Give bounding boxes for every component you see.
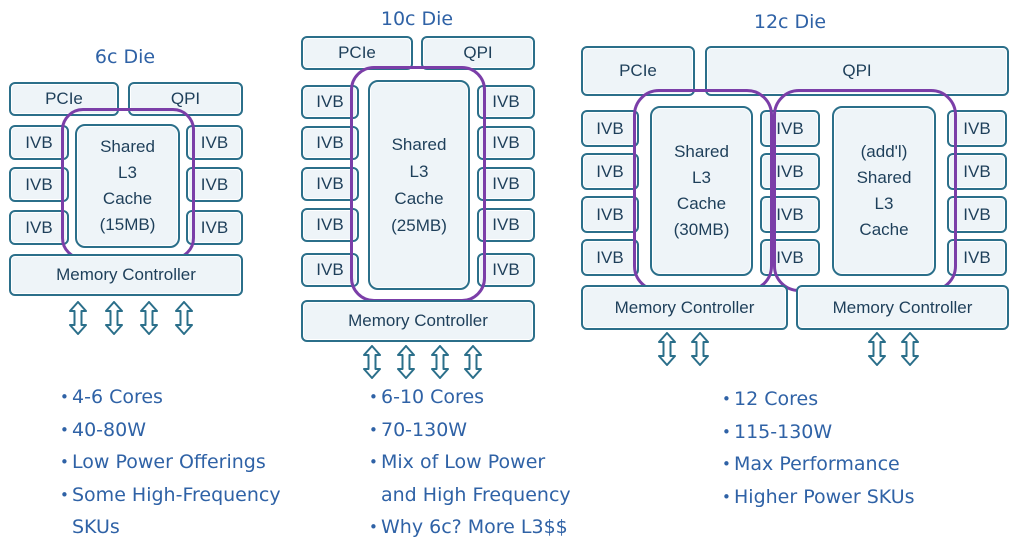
cache-line: Shared xyxy=(674,142,729,161)
bullet-item: and High Frequency xyxy=(381,483,571,506)
die-10c-core-block: IVB xyxy=(477,253,535,287)
cache-line: Cache xyxy=(102,189,153,208)
die-12c-memory-controller: Memory Controller xyxy=(581,285,788,330)
die-12c-qpi-block: QPI xyxy=(705,46,1009,96)
die-6c-core-block: IVB xyxy=(186,210,243,245)
bullet-item: 6-10 Cores xyxy=(369,381,659,414)
die-12c-core-block: IVB xyxy=(581,110,639,147)
double-arrow-icon xyxy=(868,332,886,366)
die-12c-core-block: IVB xyxy=(947,239,1007,276)
double-arrow-icon xyxy=(363,345,381,379)
cache-line: Cache xyxy=(394,189,444,208)
die-10c-core-block: IVB xyxy=(477,126,535,160)
cache-line: L3 xyxy=(874,194,894,213)
die-6c-memory-controller: Memory Controller xyxy=(9,254,243,296)
die-12c-core-block: IVB xyxy=(760,110,820,147)
die-10c-core-block: IVB xyxy=(477,85,535,119)
bullet-item: Some High-Frequency xyxy=(60,479,350,512)
die-12c-core-block: IVB xyxy=(947,196,1007,233)
double-arrow-icon xyxy=(397,345,415,379)
double-arrow-icon xyxy=(69,301,87,335)
die-10c-memory-controller: Memory Controller xyxy=(301,300,535,342)
die-12c-core-block: IVB xyxy=(760,153,820,190)
die-6c-core-block: IVB xyxy=(186,125,243,160)
double-arrow-icon xyxy=(140,301,158,335)
die-10c-core-block: IVB xyxy=(301,167,359,201)
cache-line: Shared xyxy=(856,168,912,187)
bullet-item: 70-130W xyxy=(369,414,659,447)
die-10c-qpi-block: QPI xyxy=(421,36,535,70)
bullet-item: Higher Power SKUs xyxy=(722,481,1012,514)
cache-line: Shared xyxy=(391,135,447,154)
double-arrow-icon xyxy=(464,345,482,379)
die-10c-core-block: IVB xyxy=(477,208,535,242)
die-6c-bullet-list: 4-6 Cores 40-80W Low Power Offerings Som… xyxy=(60,381,350,544)
die-12c-memory-controller-2: Memory Controller xyxy=(796,285,1009,330)
die-10c-core-block: IVB xyxy=(477,167,535,201)
cache-line: (30MB) xyxy=(673,220,730,239)
bullet-item: 12 Cores xyxy=(722,383,1012,416)
die-10c-title: 10c Die xyxy=(380,8,454,30)
die-6c-core-block: IVB xyxy=(9,210,69,245)
die-12c-additional-l3-cache: (add'l) Shared L3 Cache xyxy=(832,106,936,276)
double-arrow-icon xyxy=(658,332,676,366)
cache-line: L3 xyxy=(118,163,137,182)
die-12c-core-block: IVB xyxy=(760,239,820,276)
bullet-item: Max Performance xyxy=(722,448,1012,481)
die-6c-l3-cache: Shared L3 Cache (15MB) xyxy=(75,124,180,248)
die-6c-memory-channel-arrows xyxy=(69,301,193,335)
die-6c-pcie-block: PCIe xyxy=(9,82,119,116)
cache-line: Shared xyxy=(100,137,155,156)
die-12c-pcie-block: PCIe xyxy=(581,46,695,96)
die-12c-memory-channel-arrows-right xyxy=(868,332,919,366)
bullet-item: 115-130W xyxy=(722,416,1012,449)
die-12c-core-block: IVB xyxy=(581,153,639,190)
cache-line: (15MB) xyxy=(99,215,156,234)
die-12c-core-block: IVB xyxy=(581,239,639,276)
die-10c-core-block: IVB xyxy=(301,126,359,160)
bullet-item: Mix of Low Power xyxy=(369,446,659,479)
die-6c-core-block: IVB xyxy=(9,167,69,202)
die-10c-pcie-block: PCIe xyxy=(301,36,413,70)
double-arrow-icon xyxy=(175,301,193,335)
die-10c-core-block: IVB xyxy=(301,253,359,287)
die-6c-core-block: IVB xyxy=(186,167,243,202)
die-6c-title: 6c Die xyxy=(94,46,156,68)
double-arrow-icon xyxy=(901,332,919,366)
bullet-item: Why 6c? More L3$$ xyxy=(369,511,659,544)
die-10c-memory-channel-arrows xyxy=(363,345,482,379)
die-12c-core-block: IVB xyxy=(947,110,1007,147)
cache-line: (add'l) xyxy=(860,142,908,161)
die-10c-core-block: IVB xyxy=(301,85,359,119)
die-6c-core-block: IVB xyxy=(9,125,69,160)
die-12c-l3-cache: Shared L3 Cache (30MB) xyxy=(650,106,753,276)
bullet-item: 4-6 Cores xyxy=(60,381,350,414)
die-12c-bullet-list: 12 Cores 115-130W Max Performance Higher… xyxy=(722,383,1012,513)
cache-line: Cache xyxy=(676,194,727,213)
die-12c-core-block: IVB xyxy=(760,196,820,233)
die-10c-bullet-list: 6-10 Cores 70-130W Mix of Low Power and … xyxy=(369,381,659,544)
die-10c-core-block: IVB xyxy=(301,208,359,242)
cache-line: (25MB) xyxy=(391,216,447,235)
die-6c-qpi-block: QPI xyxy=(128,82,243,116)
die-10c-l3-cache: Shared L3 Cache (25MB) xyxy=(368,80,470,290)
cache-line: L3 xyxy=(692,168,711,187)
bullet-item: Low Power Offerings xyxy=(60,446,350,479)
cache-line: L3 xyxy=(409,162,429,181)
double-arrow-icon xyxy=(691,332,709,366)
bullet-item: SKUs xyxy=(72,516,120,538)
die-12c-memory-channel-arrows-left xyxy=(658,332,709,366)
die-12c-title: 12c Die xyxy=(753,11,827,33)
double-arrow-icon xyxy=(105,301,123,335)
double-arrow-icon xyxy=(431,345,449,379)
bullet-item: 40-80W xyxy=(60,414,350,447)
die-12c-core-block: IVB xyxy=(581,196,639,233)
cache-line: Cache xyxy=(859,220,909,239)
die-12c-core-block: IVB xyxy=(947,153,1007,190)
